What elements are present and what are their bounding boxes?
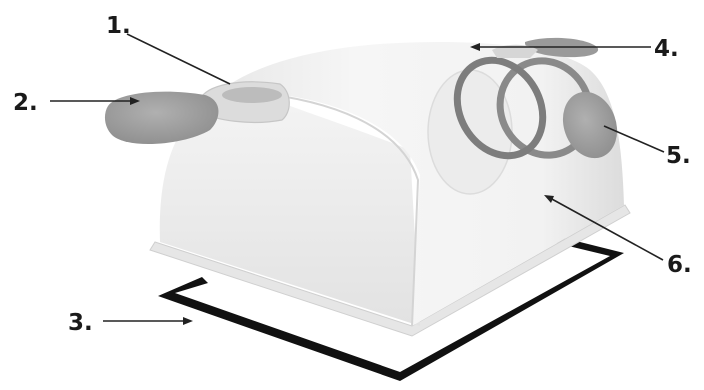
callout-5: 5. xyxy=(666,143,691,169)
callout-3: 3. xyxy=(68,310,93,336)
callout-1: 1. xyxy=(106,13,131,39)
callout-4: 4. xyxy=(654,36,679,62)
top-mount-collar-opening xyxy=(222,87,282,103)
leader-arrow-3 xyxy=(183,317,193,325)
leader-line-1 xyxy=(127,34,230,84)
callout-2: 2. xyxy=(13,90,38,116)
callout-6: 6. xyxy=(667,252,692,278)
